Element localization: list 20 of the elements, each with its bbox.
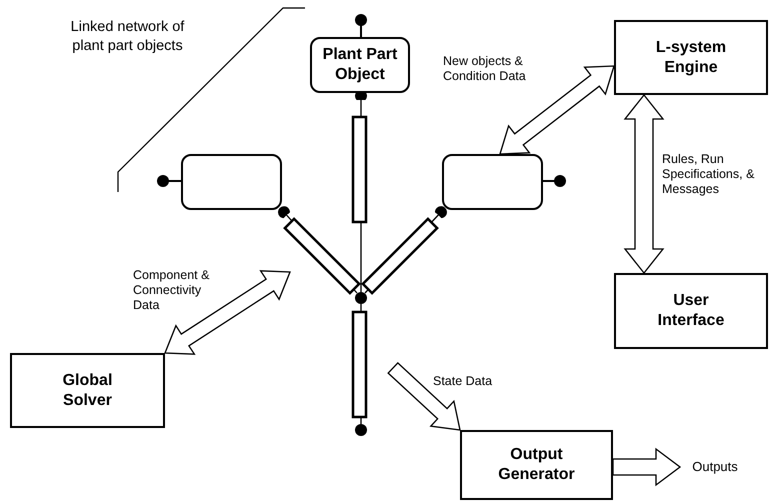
object-box [442,154,543,210]
edge-label: New objects & Condition Data [443,54,527,84]
process-box: Output Generator [460,430,613,500]
process-box: L-system Engine [614,20,768,95]
edge-label: Rules, Run Specifications, & Messages [662,152,756,197]
block-arrow [624,94,664,274]
edge-label: Component & Connectivity Data [133,268,210,313]
junction-dot [355,292,367,304]
output-label: Outputs [692,458,738,476]
object-box: Plant Part Object [310,37,410,93]
edge-label: State Data [433,374,494,389]
junction-dot [355,424,367,436]
process-box: Global Solver [10,353,165,428]
block-arrow [164,270,291,355]
process-box: User Interface [614,273,768,349]
object-box [181,154,282,210]
network-caption: Linked network of plant part objects [70,18,186,56]
block-arrow [387,362,461,431]
block-arrow [499,65,615,155]
block-arrow [612,448,682,486]
